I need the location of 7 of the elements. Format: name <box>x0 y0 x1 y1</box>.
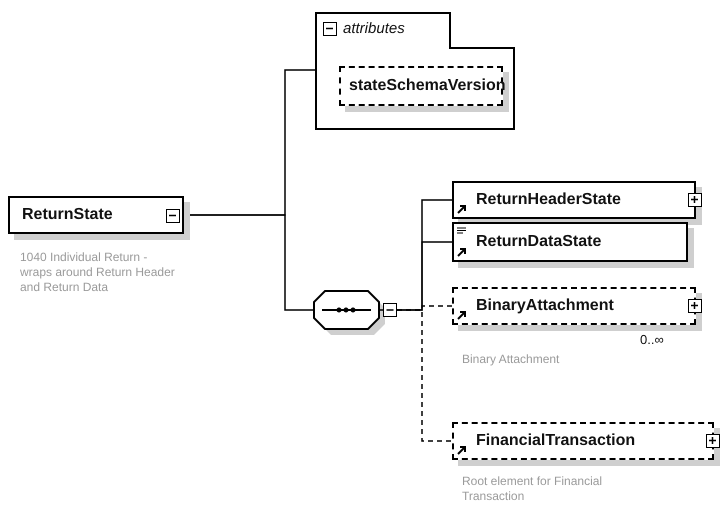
description-text: Binary Attachment <box>462 352 560 367</box>
description-text: Root element for Financial Transaction <box>462 474 604 504</box>
multiplicity-label: 0..∞ <box>640 332 664 347</box>
description-text: 1040 Individual Return - wraps around Return Header and Return Data <box>20 250 176 295</box>
group-title: attributes <box>343 20 405 37</box>
sequence-compositor-octagon <box>313 290 397 336</box>
connector-line <box>397 309 452 442</box>
